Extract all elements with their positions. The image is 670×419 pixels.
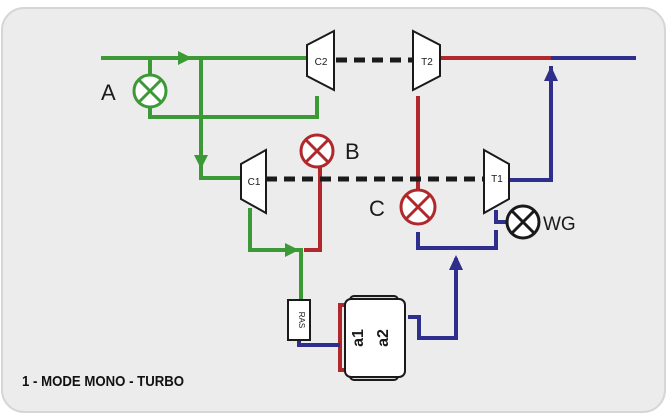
valve-c-cross <box>404 193 432 221</box>
diagram-caption: 1 - MODE MONO - TURBO <box>22 373 185 390</box>
valve-a-label: A <box>101 80 116 105</box>
valve-wg <box>505 204 541 240</box>
hot-exhaust-lines <box>304 56 551 372</box>
red-bank-1 <box>338 303 347 372</box>
valve-wg-label: WG <box>543 214 576 235</box>
valve-b <box>299 133 335 169</box>
engine-bank-1-label: a1 <box>350 329 367 347</box>
blue-c-t1-manifold <box>416 230 498 250</box>
intake-arrow-down <box>194 155 208 169</box>
engine-block: a1 a2 <box>344 295 406 381</box>
turbine-lp-shape <box>483 148 510 215</box>
compressor-lp-shape <box>240 148 267 215</box>
valve-b-label: B <box>345 139 360 164</box>
engine-bank-2-label: a2 <box>375 329 392 347</box>
shafts <box>266 57 483 182</box>
intake-c1-outlet <box>248 208 303 300</box>
turbine-hp-label: T2 <box>421 57 433 68</box>
turbine-lp-label: T1 <box>491 174 503 185</box>
panel-background <box>1 7 666 413</box>
blue-t1-to-wg <box>494 210 507 224</box>
ras-label: RAS <box>297 312 306 328</box>
valve-c <box>399 188 437 226</box>
red-c1-to-b <box>304 151 322 252</box>
valve-wg-cross <box>510 209 536 235</box>
ras-cooler: RAS <box>287 299 311 341</box>
engine-body <box>344 298 406 378</box>
compressor-hp-label: C2 <box>315 57 328 68</box>
exhaust-arrow-up-left <box>449 255 463 270</box>
compressor-lp-label: C1 <box>248 177 261 188</box>
machine-labels: C2 T2 C1 T1 <box>248 57 504 188</box>
valve-a-cross <box>137 78 163 104</box>
exhaust-arrows <box>449 66 558 270</box>
valve-labels: A B C WG <box>101 80 576 235</box>
turbine-hp-shape <box>412 29 441 92</box>
intake-arrow-c1-right <box>285 243 299 257</box>
intake-to-c1 <box>199 58 243 180</box>
valve-b-cross <box>304 138 330 164</box>
compressor-hp-shape <box>306 29 335 92</box>
exhaust-arrow-up-right <box>544 66 558 81</box>
intake-arrows <box>178 51 299 257</box>
blue-wg-bypass <box>506 66 553 182</box>
valve-c-label: C <box>369 196 385 221</box>
blue-bank-2-outlet <box>408 258 458 340</box>
machines <box>240 29 510 215</box>
intake-arrow-right <box>178 51 192 65</box>
valve-a <box>132 70 168 109</box>
ras-box <box>287 299 311 341</box>
blue-to-ras-bottom <box>297 340 340 347</box>
